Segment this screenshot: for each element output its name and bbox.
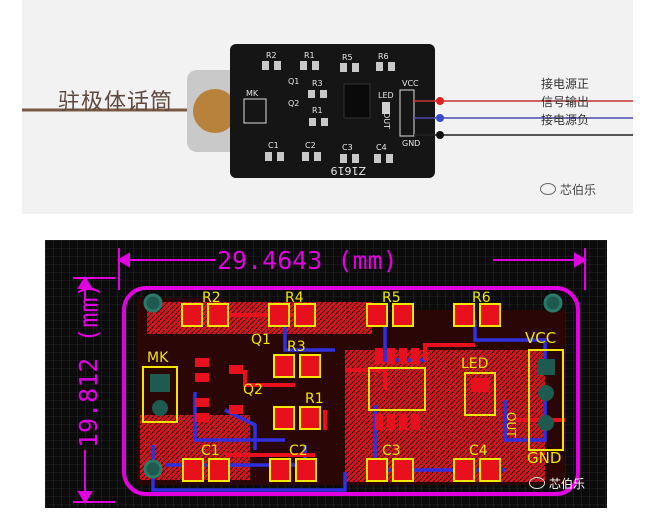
silk-pcb-c2: C2 [289, 443, 308, 459]
pin-label-out: 信号输出 [541, 95, 590, 109]
silk-r1b: R1 [312, 106, 323, 115]
header-pin-vcc [537, 359, 555, 375]
silk-pcb-c1: C1 [201, 443, 220, 459]
silk-out: OUT [382, 112, 391, 129]
pcb-watermark: 芯伯乐 [529, 475, 585, 492]
silk-pcb-c4: C4 [469, 443, 488, 459]
component-pads [181, 303, 501, 482]
led-pad [382, 102, 390, 114]
pin-label-vcc: 接电源正 [541, 77, 590, 91]
copper-pour-top [147, 302, 372, 334]
pin-label-gnd: 接电源负 [541, 113, 590, 127]
silk-r5: R5 [342, 53, 353, 62]
silk-pcb-c3: C3 [382, 443, 401, 459]
module-photo: R2 R1 R5 R6 Q1 R3 Q2 R1 LED VCC OUT GND … [22, 0, 633, 214]
photo-silkscreen: R2 R1 R5 R6 Q1 R3 Q2 R1 LED VCC OUT GND … [246, 51, 420, 177]
board-photo [230, 44, 435, 178]
photo-watermark: 芯伯乐 [540, 181, 596, 198]
mic-label: 驻极体话筒 [58, 90, 174, 115]
pcb-svg: 29.4643 (mm) 19.812 (mm) [45, 240, 607, 508]
header-pin-out [538, 385, 554, 401]
silk-vcc: VCC [402, 79, 419, 88]
mk-outline [142, 366, 178, 423]
wechat-icon-pcb [529, 477, 545, 489]
mk-box [243, 98, 267, 124]
photo-watermark-text: 芯伯乐 [560, 183, 597, 197]
led-outline [464, 372, 496, 416]
board-outline [122, 286, 580, 496]
dimension-lines [73, 248, 587, 504]
silk-pcb-out: OUT [504, 412, 518, 438]
led-pad [471, 378, 489, 392]
photo-pads [262, 61, 395, 163]
silk-pcb-r3: R3 [287, 339, 306, 355]
top-traces [215, 313, 565, 457]
transistor-pads [195, 358, 243, 422]
pcb-layout: 29.4643 (mm) 19.812 (mm) [45, 240, 607, 508]
silk-pcb-r1: R1 [305, 391, 324, 407]
silk-gnd: GND [402, 139, 420, 148]
silk-led: LED [378, 91, 394, 100]
silk-board-code: Z1619 [330, 164, 366, 177]
silk-pcb-vcc: VCC [525, 329, 556, 347]
mic-capsule [193, 89, 237, 133]
silk-pcb-r6: R6 [472, 290, 491, 306]
silk-r1a: R1 [304, 51, 315, 60]
vcc-dot [436, 97, 444, 105]
silk-pcb-r2: R2 [202, 290, 221, 306]
mk-pad-1 [150, 374, 170, 392]
mk-pad-2 [152, 400, 168, 416]
header-pin-gnd [538, 415, 554, 431]
silk-c3: C3 [342, 143, 353, 152]
silk-pcb-q1: Q1 [251, 332, 271, 348]
wechat-icon [540, 183, 556, 195]
header-box [399, 89, 415, 137]
pcb-watermark-text: 芯伯乐 [549, 477, 586, 491]
silk-pcb-r5: R5 [382, 290, 401, 306]
module-photo-svg: R2 R1 R5 R6 Q1 R3 Q2 R1 LED VCC OUT GND … [22, 44, 633, 178]
silk-pcb-mk: MK [147, 350, 169, 366]
gnd-dot [436, 131, 444, 139]
silk-pcb-q2: Q2 [243, 382, 263, 398]
silk-pcb-gnd: GND [527, 449, 561, 467]
ic-outline [368, 367, 426, 411]
header-outline [528, 349, 564, 451]
pcb-silkscreen: R2 R4 R5 R6 R3 R1 Q1 Q2 C1 C2 C3 C4 MK L… [147, 290, 561, 467]
silk-r6: R6 [378, 52, 389, 61]
silk-r2: R2 [266, 51, 277, 60]
silk-q2: Q2 [288, 99, 299, 108]
width-dimension: 29.4643 (mm) [217, 246, 398, 275]
silk-c2: C2 [305, 141, 316, 150]
out-dot [436, 114, 444, 122]
silk-c1: C1 [268, 141, 279, 150]
ic-pads [375, 348, 419, 430]
silk-q1: Q1 [288, 77, 299, 86]
silk-pcb-led: LED [461, 356, 488, 372]
silk-mk: MK [246, 89, 259, 98]
silk-c4: C4 [376, 143, 387, 152]
ic-chip [343, 83, 371, 119]
height-dimension: 19.812 (mm) [74, 282, 103, 448]
silk-pcb-r4: R4 [285, 290, 304, 306]
silk-r3: R3 [312, 79, 323, 88]
mounting-holes [143, 293, 563, 479]
